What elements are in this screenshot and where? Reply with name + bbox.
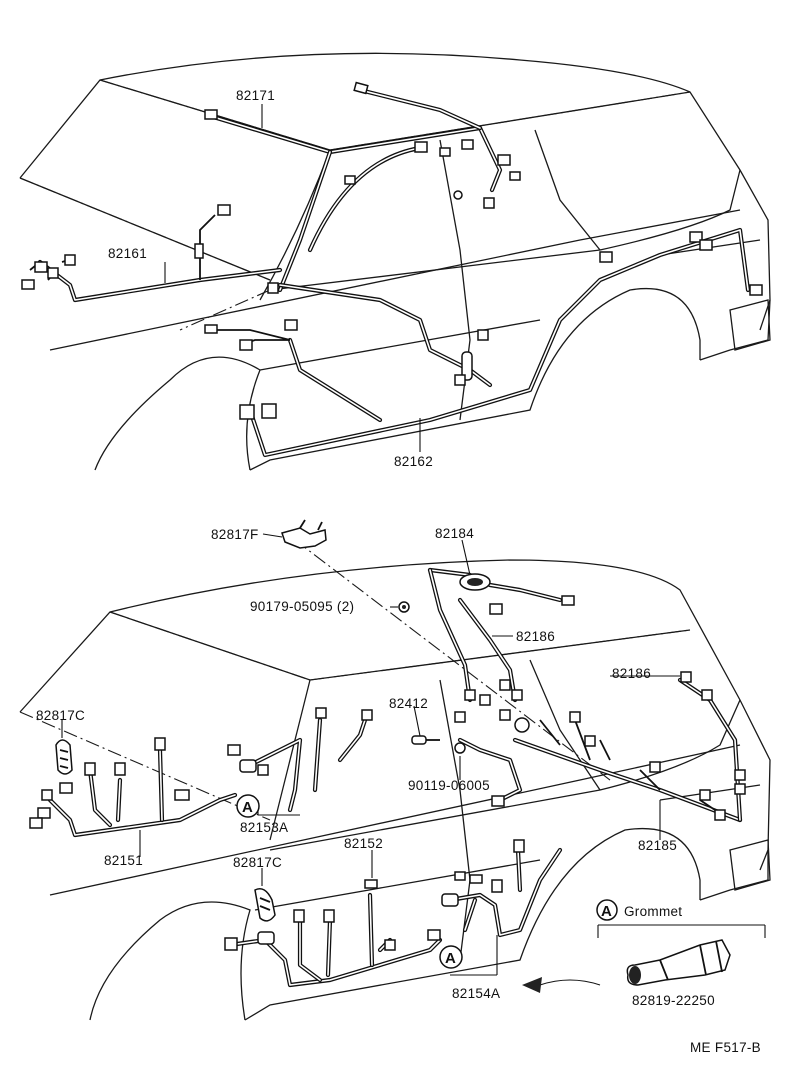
clip-82817F (281, 519, 327, 549)
harness-82186 (512, 671, 746, 823)
upper-body-outline (19, 52, 771, 471)
label-82817F: 82817F (211, 527, 259, 542)
marker-a-upper-label: A (242, 799, 253, 816)
harness-82153A (227, 707, 373, 816)
marker-a-grommet-label: A (601, 903, 612, 920)
clip-82817C-lower (254, 888, 276, 922)
label-82161: 82161 (108, 246, 147, 261)
harness-82152 (224, 879, 443, 988)
label-82817C-top: 82817C (36, 708, 85, 723)
harness-82184 (427, 567, 575, 733)
label-82819-22250: 82819-22250 (632, 993, 715, 1008)
grommet-detail (522, 924, 766, 993)
label-82171: 82171 (236, 88, 275, 103)
part-82412 (411, 735, 440, 745)
marker-a-lower-label: A (445, 950, 456, 967)
lower-view: A A A 82817F 82184 90179-05095 (2) 82186… (19, 519, 771, 1021)
grommet-title: Grommet (624, 904, 682, 919)
marker-a-grommet: A (596, 899, 618, 921)
marker-a-lower: A (439, 945, 463, 969)
harness-82161 (21, 204, 283, 303)
screw-90119 (454, 737, 523, 807)
label-82412: 82412 (389, 696, 428, 711)
lower-body-outline (19, 539, 771, 1021)
clip-82817C-upper (55, 739, 73, 775)
label-90179-05095: 90179-05095 (2) (250, 599, 354, 614)
harness-82154A (441, 839, 563, 976)
label-82184: 82184 (435, 526, 474, 541)
label-82185: 82185 (638, 838, 677, 853)
bolt-90179 (398, 601, 410, 613)
label-82152: 82152 (344, 836, 383, 851)
label-82151: 82151 (104, 853, 143, 868)
upper-leaders (164, 104, 421, 452)
label-82153A: 82153A (240, 820, 288, 835)
harness-82162 (204, 227, 763, 458)
lower-leaders (61, 533, 680, 886)
marker-a-upper: A (236, 794, 260, 818)
label-82186-a: 82186 (516, 629, 555, 644)
label-82162: 82162 (394, 454, 433, 469)
harness-82151 (29, 737, 238, 838)
label-82186-b: 82186 (612, 666, 651, 681)
diagram-code: ME F517-B (690, 1040, 761, 1055)
harness-82171 (204, 81, 521, 293)
label-82817C-bottom: 82817C (233, 855, 282, 870)
label-90119-06005: 90119-06005 (408, 778, 490, 793)
label-82154A: 82154A (452, 986, 500, 1001)
upper-view: 82171 82161 82162 (19, 52, 771, 471)
